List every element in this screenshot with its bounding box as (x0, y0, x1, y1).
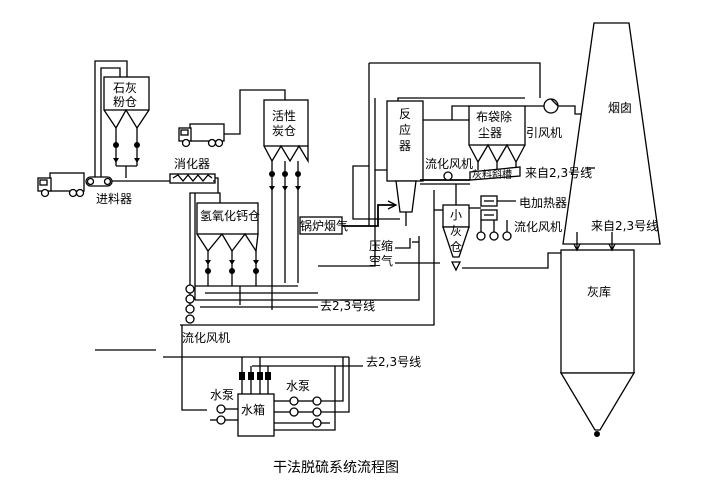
lime-fill-line (94, 60, 128, 177)
water-pump-left-label: 水泵 (210, 388, 234, 402)
reactor-label-1: 反 (399, 107, 411, 121)
fluidizing-fan-left-icon (185, 284, 195, 324)
id-fan-label: 引风机 (526, 126, 562, 140)
diagram-caption: 干法脱硫系统流程图 (273, 460, 399, 476)
to-lines-label-2: 去2,3号线 (366, 355, 421, 369)
to-lines-label-1: 去2,3号线 (320, 299, 375, 313)
fluidizing-fan-right-icon (476, 231, 512, 241)
water-pump-right-label: 水泵 (286, 379, 310, 393)
from-lines-top-label: 来自2,3号线 (525, 166, 592, 180)
ash-storage (559, 249, 636, 437)
tank-outlet-valves (239, 357, 271, 394)
water-pump-left-icon (216, 404, 226, 425)
small-ash-silo-label-1: 小 (450, 208, 462, 222)
slaker (169, 173, 216, 184)
compressed-air-label-2: 空气 (369, 253, 393, 268)
reactor-label-3: 器 (399, 139, 411, 153)
small-ash-silo-label-3: 仓 (450, 240, 462, 254)
calcium-hydroxide-silo (196, 202, 259, 286)
ash-storage-label: 灰库 (587, 284, 611, 299)
fluidizing-fan-right-label: 流化风机 (514, 220, 562, 234)
activated-carbon-silo (263, 99, 309, 283)
compressed-air-label-1: 压缩 (369, 238, 393, 253)
water-tank-label: 水箱 (241, 402, 265, 417)
lime-silo-label-2: 粉仓 (113, 95, 137, 109)
reactor-label-2: 应 (399, 122, 411, 137)
slaker-label: 消化器 (174, 157, 210, 171)
small-ash-silo-label-2: 灰 (450, 224, 462, 238)
fluidizing-fan-top-icon (443, 171, 453, 181)
baghouse-label-2: 尘器 (478, 126, 502, 140)
ash-conveyor-label: 灰料斜槽 (472, 168, 512, 181)
calcium-silo-label: 氢氧化钙仓 (200, 208, 260, 223)
baghouse (468, 105, 526, 170)
carbon-truck-icon (178, 123, 225, 148)
lime-truck-icon (37, 172, 85, 198)
carbon-silo-label-2: 炭仓 (272, 124, 296, 138)
from-lines-right-label: 来自2,3号线 (591, 219, 658, 233)
chimney (562, 22, 661, 245)
water-tank (237, 393, 275, 437)
reactor (386, 100, 424, 226)
feeder-label: 进料器 (96, 192, 132, 206)
lime-silo-label-1: 石灰 (113, 81, 137, 95)
electric-heater-label: 电加热器 (519, 196, 567, 210)
boiler-flue-gas-label: 锅炉烟气 (300, 218, 348, 233)
small-ash-silo (442, 204, 470, 272)
chimney-label: 烟囱 (608, 101, 632, 115)
lime-fill-line-2 (100, 67, 121, 177)
feeder-belt (85, 176, 113, 187)
fluidizing-fan-left-label: 流化风机 (182, 331, 230, 345)
baghouse-label-1: 布袋除 (476, 109, 512, 124)
carbon-silo-label-1: 活性 (272, 109, 296, 123)
carbon-fill-line (224, 89, 286, 135)
electric-heater (480, 195, 498, 221)
id-fan-icon (543, 98, 559, 114)
fluidizing-fan-top-label: 流化风机 (425, 157, 473, 171)
ash-conveyor (469, 166, 521, 181)
